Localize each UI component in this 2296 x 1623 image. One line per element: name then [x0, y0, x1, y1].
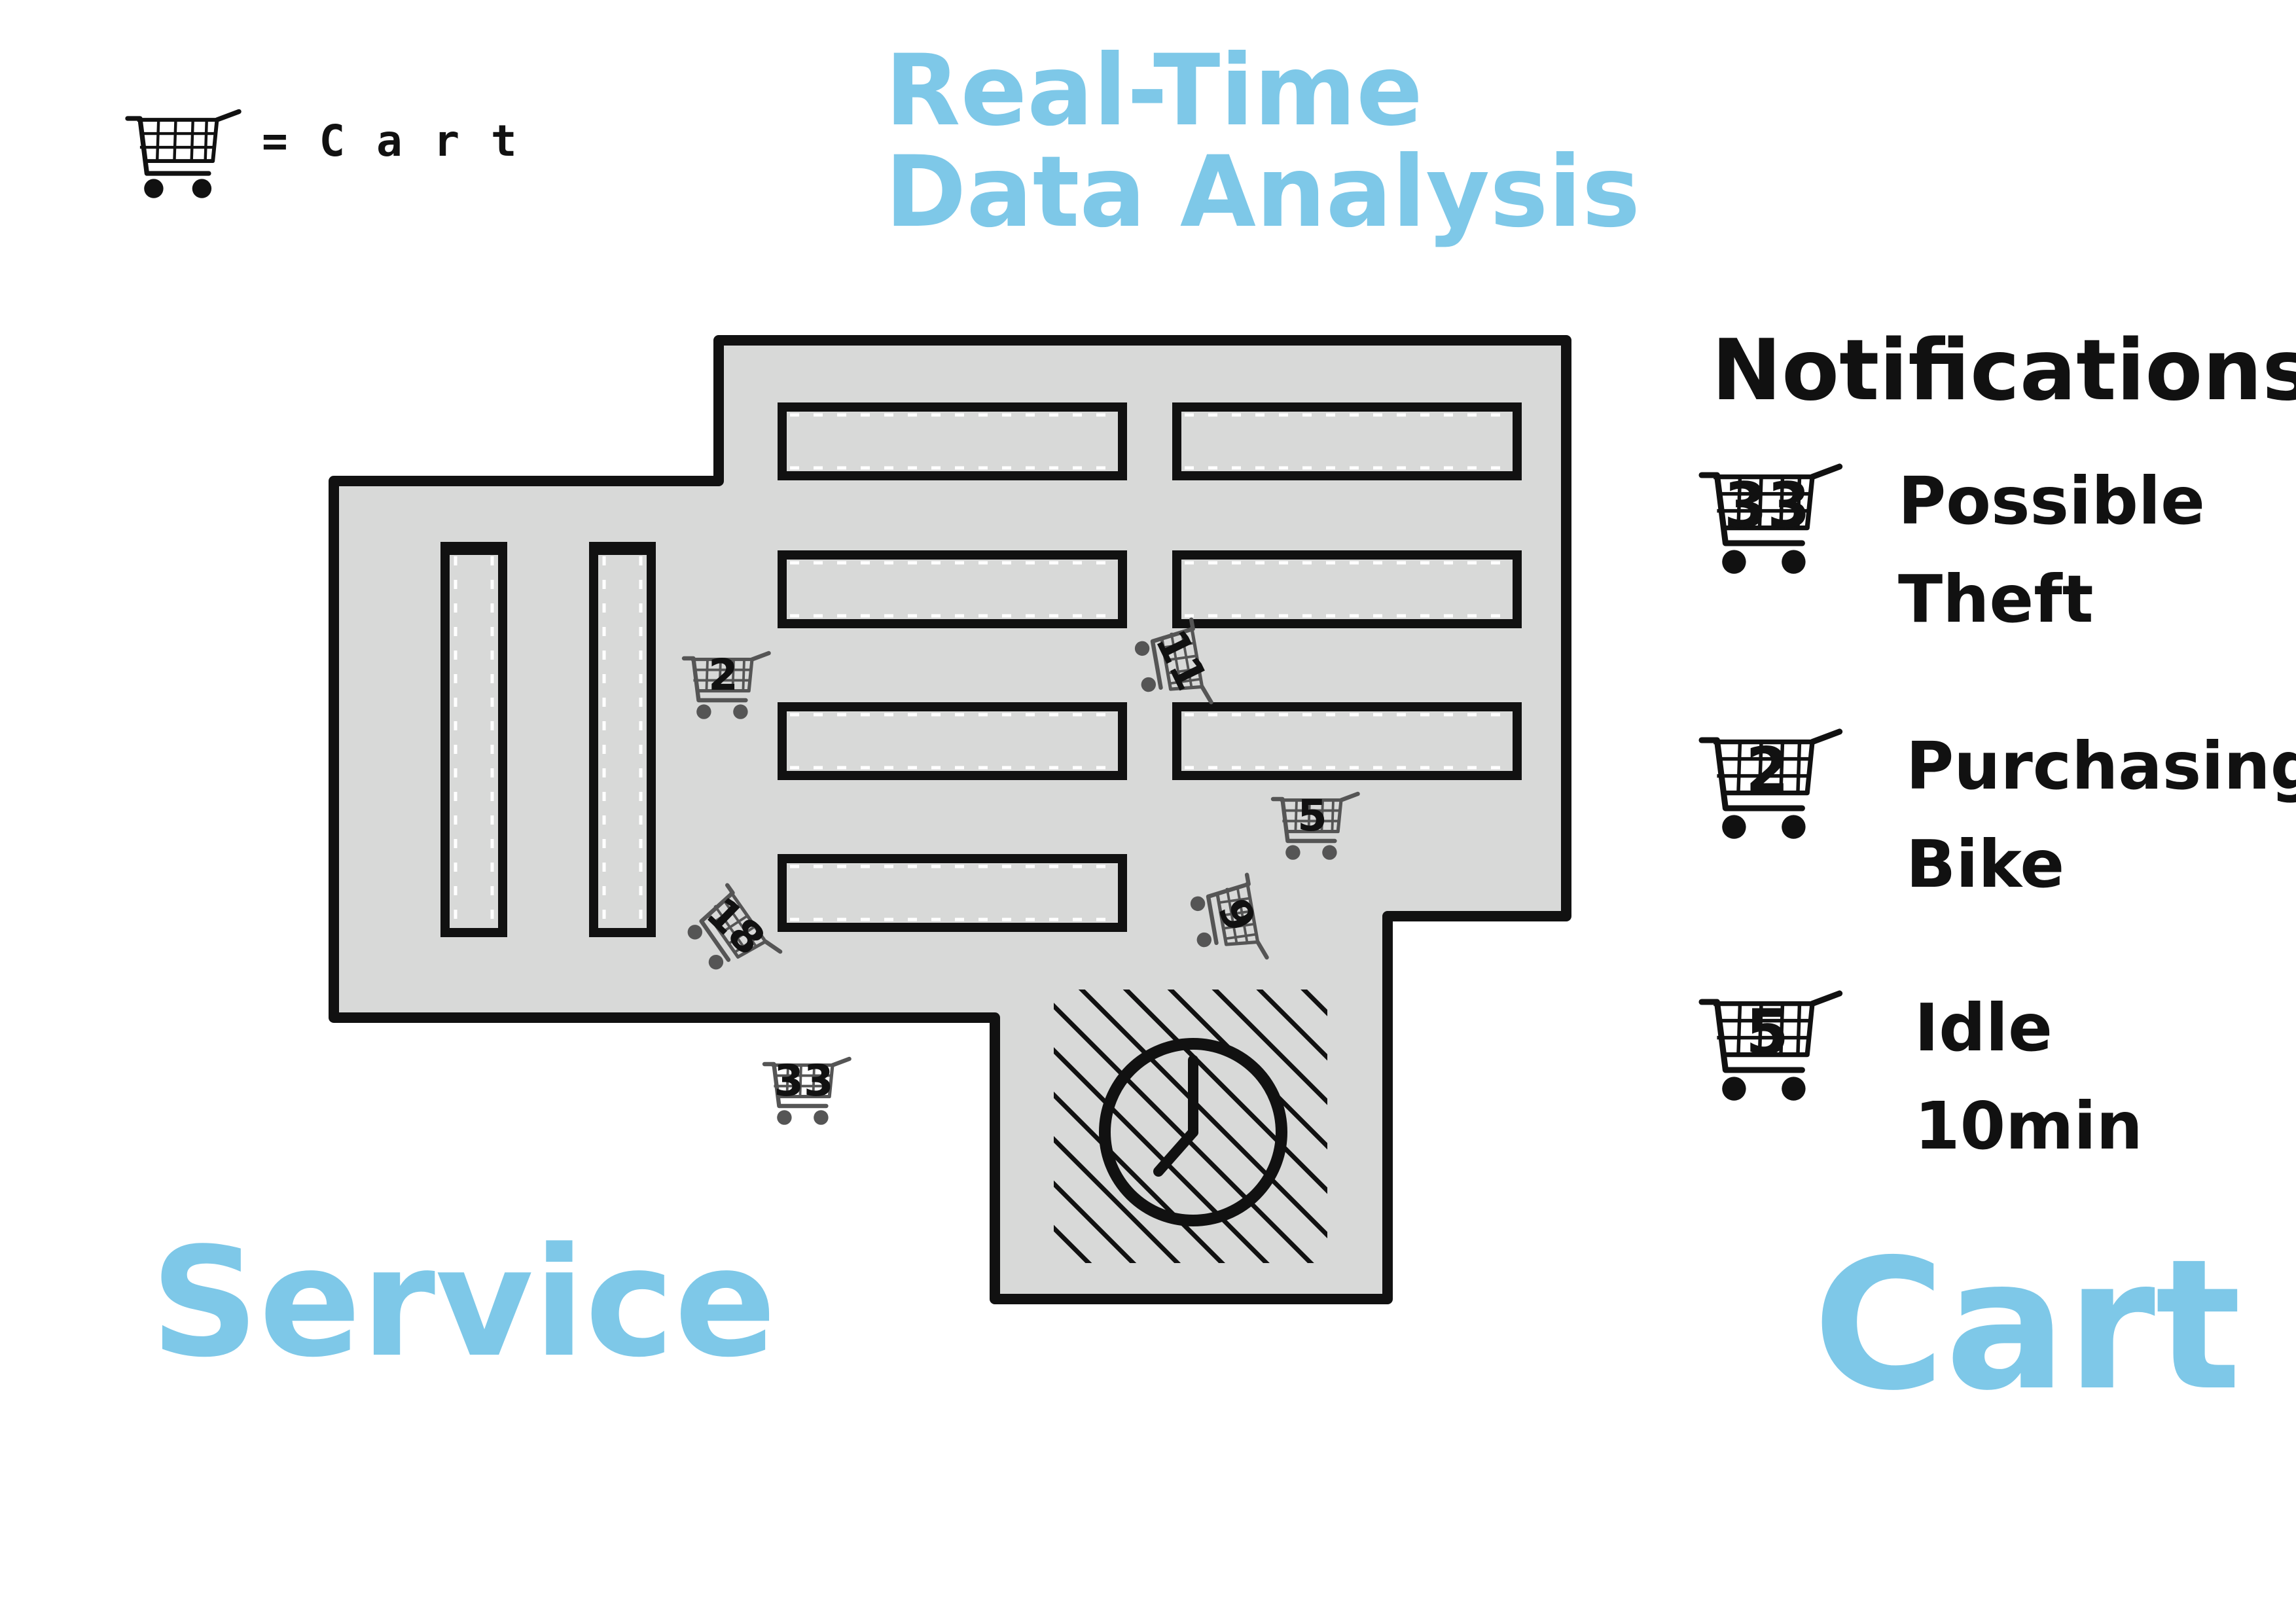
- shelf-rows: [778, 402, 1522, 932]
- shelf-vertical-2: [589, 542, 656, 937]
- title-line-2: Data Analysis: [885, 135, 1640, 249]
- notification-cart-id: 33: [1724, 470, 1810, 542]
- map-cart-2[interactable]: 2: [681, 651, 771, 719]
- notification-line-2: Bike: [1906, 826, 2064, 902]
- notification-line-2: 10min: [1914, 1088, 2143, 1164]
- shelf-vertical-1: [440, 542, 507, 937]
- map-cart-id: 2: [708, 651, 738, 700]
- legend-label: = C a r t: [262, 116, 520, 166]
- footer-cart-label: Cart: [1813, 1221, 2241, 1430]
- notification-cart-id: 5: [1746, 997, 1789, 1069]
- shopping-cart-icon: [1698, 463, 1843, 574]
- notification-line-1: Purchasing: [1906, 728, 2296, 804]
- notification-line-2: Theft: [1898, 561, 2094, 637]
- map-cart-id: 33: [774, 1056, 833, 1106]
- store-outline: [329, 335, 1571, 1304]
- shelf-horizontal-5: [778, 702, 1127, 780]
- shelf-horizontal-2: [1172, 402, 1522, 480]
- shelf-horizontal-4: [1172, 550, 1522, 628]
- shelf-horizontal-1: [778, 402, 1127, 480]
- map-cart-9[interactable]: 9: [1187, 872, 1272, 969]
- clock-icon: [1099, 1038, 1287, 1226]
- shelf-horizontal-3: [778, 550, 1127, 628]
- notification-cart-id: 2: [1746, 735, 1789, 807]
- checkout-zone: [1054, 990, 1327, 1263]
- page-title: Real-Time Data Analysis: [885, 34, 1640, 249]
- legend: = C a r t: [125, 109, 520, 198]
- shopping-cart-icon: [1698, 728, 1843, 839]
- title-line-1: Real-Time: [885, 34, 1423, 148]
- map-cart-33[interactable]: 33: [762, 1056, 852, 1125]
- shelf-horizontal-7: [778, 854, 1127, 932]
- notification-line-1: Possible: [1898, 463, 2205, 539]
- shelf-horizontal-6: [1172, 702, 1522, 780]
- footer-service-label: Service: [151, 1216, 776, 1391]
- shopping-cart-icon: [125, 109, 242, 198]
- notification-item[interactable]: 5 Idle 10min: [1698, 990, 2143, 1164]
- store-floor-plan: [329, 335, 1571, 1304]
- map-cart-id: 5: [1297, 791, 1327, 841]
- shopping-cart-icon: [1698, 990, 1843, 1101]
- map-cart-5[interactable]: 5: [1270, 791, 1360, 860]
- notification-line-1: Idle: [1914, 990, 2053, 1066]
- notifications-heading: Notifications: [1712, 322, 2296, 419]
